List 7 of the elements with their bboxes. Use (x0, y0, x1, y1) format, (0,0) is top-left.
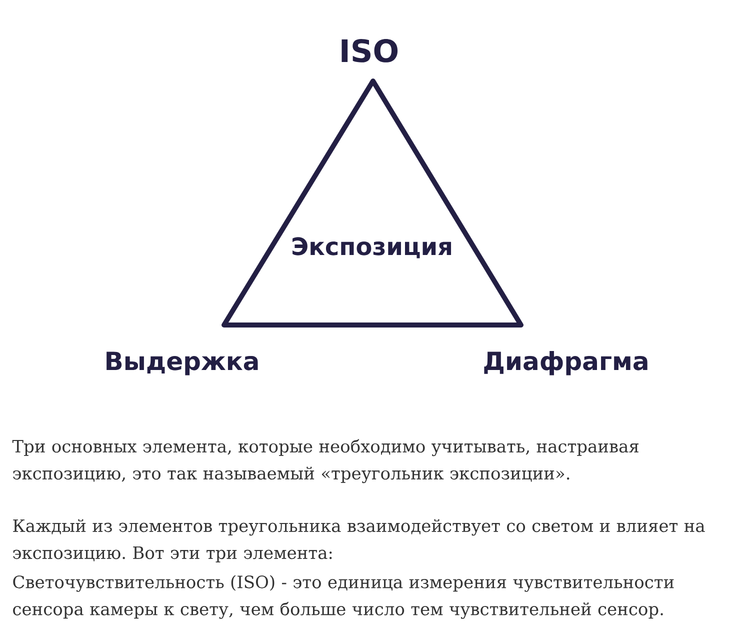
paragraph: Каждый из элементов треугольника взаимодействует со светом и влияет на экспозицию. Вот эти три элемента: (13, 519, 705, 562)
vertex-label: Диафрагма (484, 351, 648, 376)
triangle: Экспозиция (222, 78, 524, 328)
vertex-label: Выдержка (106, 352, 258, 376)
paragraph: Светочувствительность (ISO) - это единица измерения чувствительности сенсора камеры к свету, чем больше число тем чувствительней сенсор. (13, 575, 674, 619)
vertex-label: ISO (342, 39, 398, 62)
paragraph: Три основных элемента, которые необходимо учитывать, настраивая экспозицию, это так называемый «треугольник экспозиции». (12, 439, 639, 484)
